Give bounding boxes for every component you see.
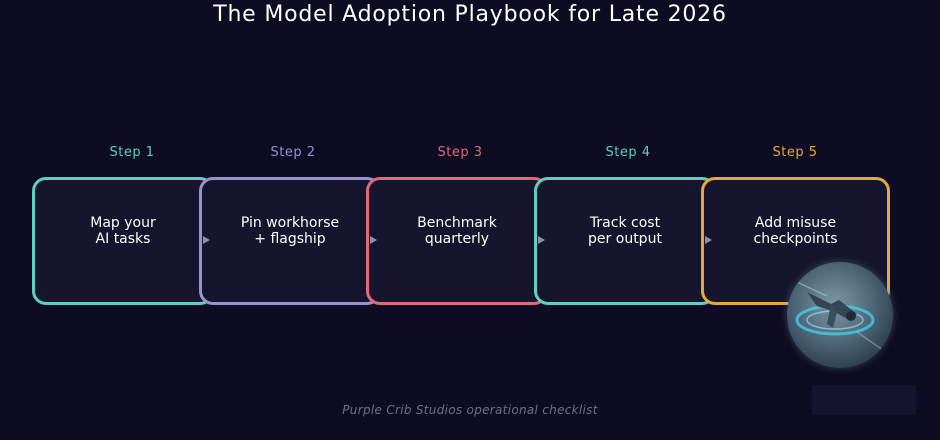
step-1-label: Step 1 xyxy=(109,145,155,160)
step-4-card: Track cost per output xyxy=(534,177,716,305)
diving-figure-emblem-icon xyxy=(787,262,893,368)
step-5-card: Add misuse checkpoints xyxy=(701,177,890,305)
step-5-text: Add misuse checkpoints xyxy=(753,215,838,247)
step-2-label: Step 2 xyxy=(270,145,316,160)
footer-caption: Purple Crib Studios operational checklis… xyxy=(342,403,598,417)
arrow-right-icon xyxy=(203,236,210,244)
step-1-card: Map your AI tasks xyxy=(32,177,214,305)
step-1-text: Map your AI tasks xyxy=(90,215,156,247)
page-title: The Model Adoption Playbook for Late 202… xyxy=(213,2,727,27)
step-5-label: Step 5 xyxy=(772,145,818,160)
step-3-label: Step 3 xyxy=(437,145,483,160)
arrow-right-icon xyxy=(370,236,377,244)
arrow-right-icon xyxy=(705,236,712,244)
arrow-right-icon xyxy=(538,236,545,244)
step-4-label: Step 4 xyxy=(605,145,651,160)
step-4-text: Track cost per output xyxy=(588,215,662,247)
step-3-card: Benchmark quarterly xyxy=(366,177,548,305)
step-2-card: Pin workhorse + flagship xyxy=(199,177,381,305)
decorative-panel xyxy=(812,385,916,415)
step-3-text: Benchmark quarterly xyxy=(417,215,497,247)
step-2-text: Pin workhorse + flagship xyxy=(240,215,340,247)
